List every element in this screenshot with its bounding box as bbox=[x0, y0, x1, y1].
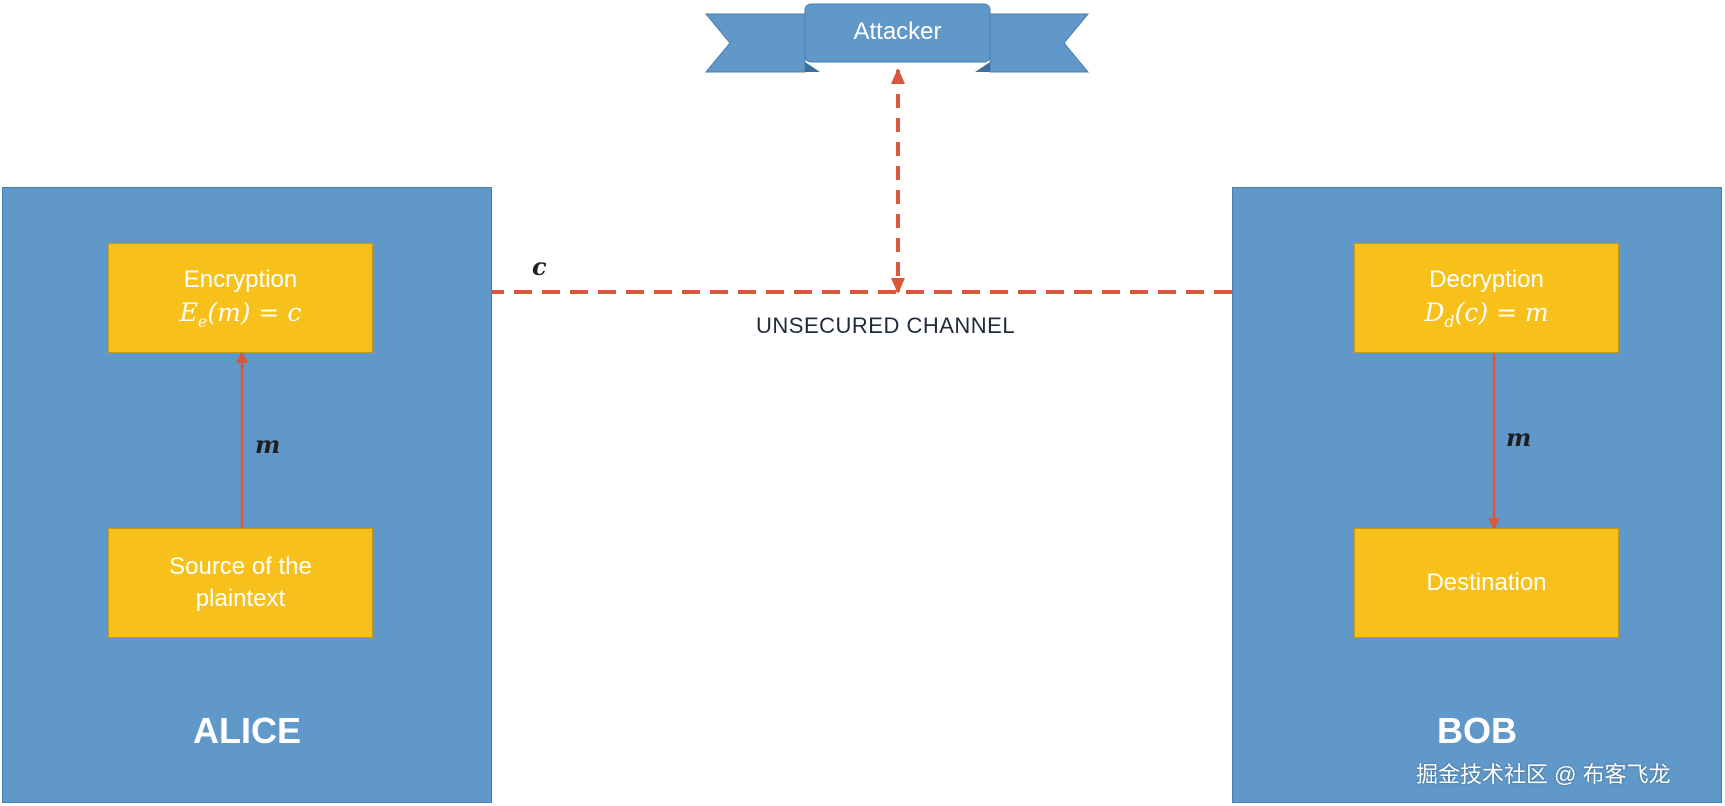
encryption-box: Encryption Ee(m) = c bbox=[108, 243, 373, 353]
encryption-formula-rest: (m) = c bbox=[207, 297, 302, 327]
attacker-ribbon bbox=[704, 3, 1090, 73]
alice-title: ALICE bbox=[193, 710, 301, 751]
cipher-label: c bbox=[532, 252, 547, 281]
destination-box: Destination bbox=[1354, 528, 1619, 638]
decryption-formula-rest: (c) = m bbox=[1454, 297, 1549, 327]
decryption-formula-sub: d bbox=[1444, 311, 1455, 331]
bob-message-label: m bbox=[1506, 423, 1532, 452]
destination-label: Destination bbox=[1426, 568, 1547, 596]
encryption-formula-sub: e bbox=[197, 311, 208, 331]
source-line2: plaintext bbox=[195, 585, 286, 612]
decryption-title: Decryption bbox=[1429, 265, 1544, 293]
decryption-formula: Dd(c) = m bbox=[1424, 296, 1548, 333]
bob-title: BOB bbox=[1437, 710, 1517, 751]
encryption-formula-fn: E bbox=[179, 297, 198, 327]
source-line1: Source of the bbox=[169, 552, 312, 580]
source-box: Source of the plaintext bbox=[108, 528, 373, 638]
alice-message-label: m bbox=[255, 430, 281, 459]
decryption-formula-fn: D bbox=[1424, 297, 1445, 327]
encryption-title: Encryption bbox=[183, 265, 298, 293]
watermark: 掘金技术社区 @ 布客飞龙 bbox=[1416, 762, 1671, 787]
decryption-box: Decryption Dd(c) = m bbox=[1354, 243, 1619, 353]
attacker-label: Attacker bbox=[853, 18, 942, 45]
channel-label: UNSECURED CHANNEL bbox=[756, 313, 1016, 338]
encryption-formula: Ee(m) = c bbox=[180, 296, 302, 333]
